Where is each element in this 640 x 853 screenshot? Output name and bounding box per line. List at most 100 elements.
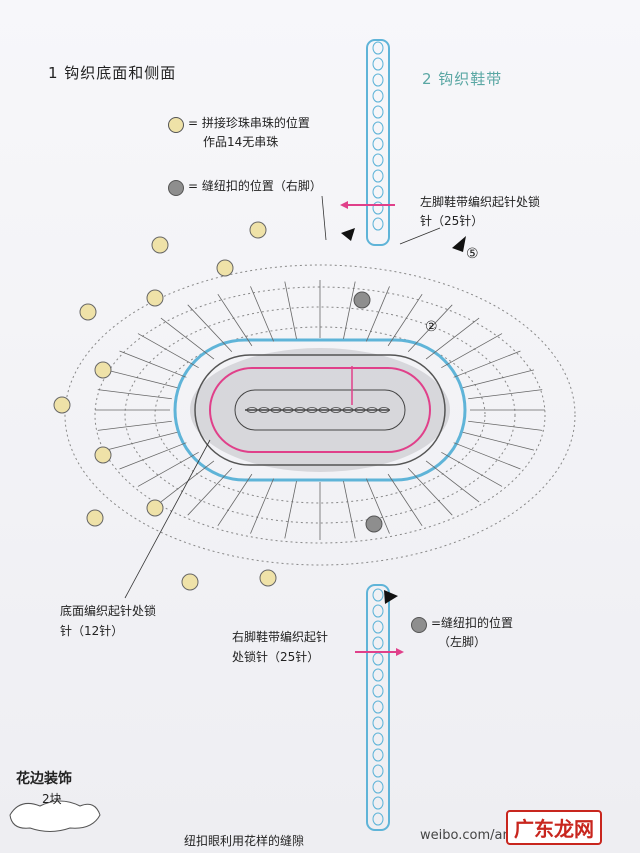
stitch-spoke	[250, 478, 275, 534]
round-5-marker: ⑤	[466, 246, 479, 262]
stitch-spoke	[365, 286, 390, 342]
round-pink	[209, 367, 431, 453]
strap-chain-stitch	[372, 748, 384, 762]
base-chain-stitch	[282, 407, 294, 413]
stitch-spoke	[160, 317, 215, 360]
base-chain-stitch	[270, 407, 282, 413]
left-strap-chain	[366, 39, 390, 246]
strap-chain-stitch	[372, 73, 384, 87]
stitch-spoke	[137, 451, 199, 487]
button-left-legend-note: （左脚）	[438, 635, 487, 649]
base-chain-stitch	[342, 407, 354, 413]
stitch-spoke	[387, 293, 423, 347]
strap-chain-stitch	[372, 185, 384, 199]
cut-marker	[384, 590, 398, 604]
strap-chain-stitch	[372, 700, 384, 714]
stitch-spoke	[343, 481, 356, 539]
button-right-legend-text: = 缝纽扣的位置（右脚）	[188, 179, 322, 193]
cut-marker	[452, 236, 466, 252]
strap-chain-stitch	[372, 41, 384, 55]
strap-chain-stitch	[372, 604, 384, 618]
bead-position-mark	[259, 569, 277, 587]
brand-logo: 广东龙网	[506, 810, 602, 845]
stitch-spoke	[250, 286, 275, 342]
lace-count: 2块	[42, 792, 62, 806]
stitch-spoke	[365, 478, 390, 534]
round-dark	[194, 354, 446, 466]
stitch-spoke	[425, 460, 480, 503]
strap-chain-stitch	[372, 137, 384, 151]
stitch-spoke	[105, 369, 178, 389]
stitch-spoke	[284, 481, 297, 539]
leader-line	[399, 227, 441, 245]
strap-chain-stitch	[372, 732, 384, 746]
right-strap-note-1: 右脚鞋带编织起针	[232, 630, 329, 644]
left-strap-note-1: 左脚鞋带编织起针处锁	[420, 195, 541, 209]
stitch-spoke	[453, 442, 521, 470]
outer-round-1	[64, 264, 576, 566]
cut-marker	[341, 228, 355, 241]
lace-title: 花边装饰	[16, 771, 72, 787]
strap-chain-stitch	[372, 121, 384, 135]
round-2-marker: ②	[425, 319, 438, 335]
round-inner	[234, 389, 406, 431]
strap-chain-stitch	[372, 716, 384, 730]
strap-chain-stitch	[372, 780, 384, 794]
left-strap-arrowhead	[340, 201, 348, 209]
strap-chain-stitch	[372, 217, 384, 231]
stitch-spoke	[407, 304, 453, 353]
outer-round-2	[94, 286, 546, 544]
base-chain-stitch	[306, 407, 318, 413]
stitch-spoke	[468, 389, 543, 400]
strap-chain-stitch	[372, 57, 384, 71]
bead-position-mark	[94, 446, 112, 464]
bead-position-mark	[146, 289, 164, 307]
base-start-note-1: 底面编织起针处锁	[60, 604, 157, 618]
strap-chain-stitch	[372, 169, 384, 183]
base-chain-stitch	[258, 407, 270, 413]
outer-round-4	[154, 326, 486, 504]
strap-chain-stitch	[372, 668, 384, 682]
base-chain-stitch	[294, 407, 306, 413]
stitch-spoke	[441, 333, 503, 369]
strap-chain-stitch	[372, 105, 384, 119]
base-chain-stitch	[354, 407, 366, 413]
bead-position-mark	[86, 509, 104, 527]
lace-decoration-sketch	[9, 800, 101, 832]
stitch-spoke	[97, 389, 172, 400]
stitch-spoke	[453, 350, 521, 378]
strap-chain-stitch	[372, 153, 384, 167]
bead-position-mark	[181, 573, 199, 591]
button-position-mark	[365, 515, 383, 533]
title-part1: 1 钩织底面和侧面	[48, 64, 177, 82]
bead-position-mark	[146, 499, 164, 517]
left-strap-note-2: 针（25针）	[420, 214, 484, 228]
outer-round-3	[124, 306, 516, 524]
bead-position-mark	[79, 303, 97, 321]
base-chain-stitch	[366, 407, 378, 413]
stitch-spoke	[284, 281, 297, 339]
stitch-spoke	[343, 281, 356, 339]
stitch-spoke	[119, 442, 187, 470]
buttonhole-note: 纽扣眼利用花样的缝隙	[184, 834, 305, 848]
round-blue-outer	[173, 338, 467, 482]
stitch-spoke	[462, 431, 535, 451]
base-chain-stitch	[330, 407, 342, 413]
right-strap-chain	[366, 584, 390, 831]
stitch-spoke	[462, 369, 535, 389]
strap-chain-stitch	[372, 684, 384, 698]
title-part2: 2 钩织鞋带	[422, 70, 503, 88]
stitch-spoke	[441, 451, 503, 487]
stitch-spoke	[187, 467, 233, 516]
strap-chain-stitch	[372, 764, 384, 778]
stitch-spoke	[407, 467, 453, 516]
base-chain-stitch	[318, 407, 330, 413]
strap-chain-stitch	[372, 89, 384, 103]
stitch-spoke	[97, 420, 172, 431]
right-strap-note-2: 处锁针（25针）	[232, 650, 320, 664]
strap-chain-stitch	[372, 620, 384, 634]
strap-chain-stitch	[372, 588, 384, 602]
bead-position-mark	[53, 396, 71, 414]
